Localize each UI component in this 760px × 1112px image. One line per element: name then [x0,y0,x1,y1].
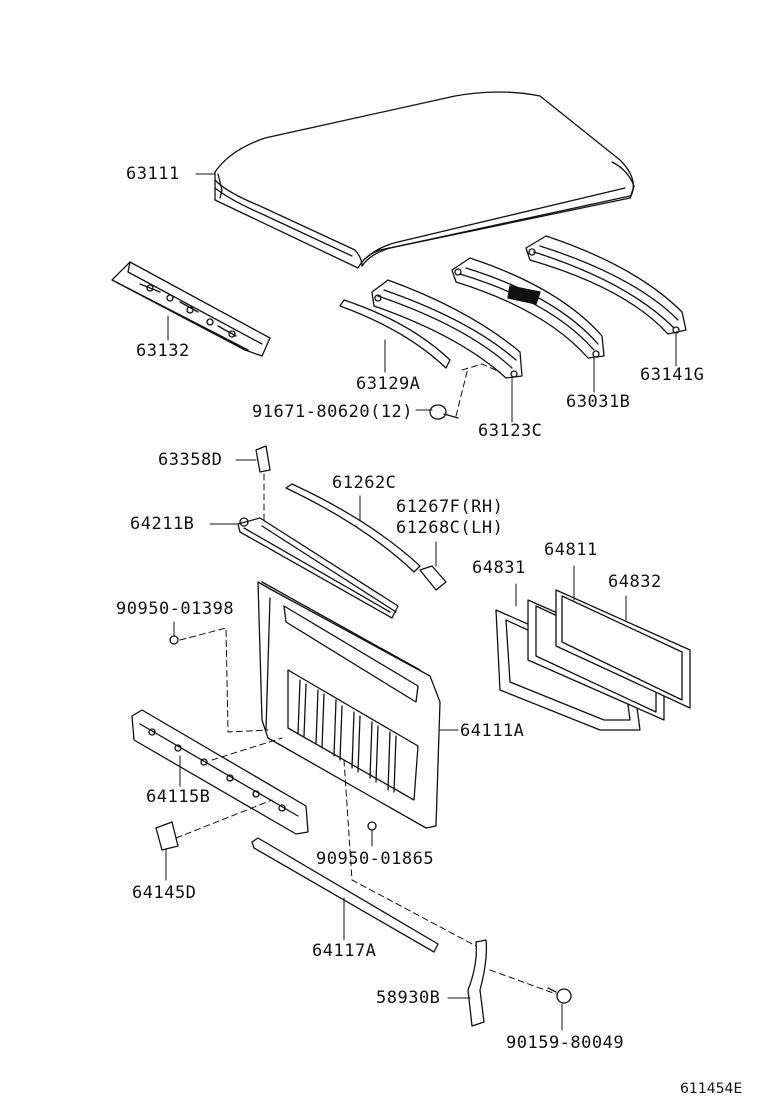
label-63111: 63111 [126,164,180,184]
label-64831: 64831 [472,558,526,578]
label-64117A: 64117A [312,941,377,961]
bracket-63358D [255,445,271,473]
label-63129A: 63129A [356,374,421,394]
clip-90950-01398 [169,635,179,645]
rail-64211B [237,517,399,619]
label-61267F: 61267F(RH) [396,497,504,517]
leader-lines [165,173,677,1031]
rail-61262C [285,483,421,573]
label-64115B: 64115B [146,787,211,807]
label-63123C: 63123C [478,421,543,441]
label-61262C: 61262C [332,473,397,493]
back-panel-64111A [257,581,441,829]
label-64211B: 64211B [130,514,195,534]
label-63132: 63132 [136,341,190,361]
roof-bow-63123C [371,279,523,379]
bolt-90159 [547,987,572,1004]
label-64832: 64832 [608,572,662,592]
label-90159-80049: 90159-80049 [506,1033,625,1053]
roof-bow-63141G [525,235,687,335]
roof-panel-63111 [214,91,635,269]
figure-id: 611454E [680,1081,743,1097]
label-90950-01865: 90950-01865 [316,849,435,869]
window-seal-64832 [555,589,691,709]
bracket-61267F [419,565,447,591]
clip-90950-01865 [367,821,377,831]
label-63358D: 63358D [158,450,223,470]
label-58930B: 58930B [376,988,441,1008]
roof-bow-63031B [451,257,605,359]
label-63141G: 63141G [640,365,705,385]
bracket-58930B [467,939,488,1027]
label-64811: 64811 [544,540,598,560]
label-64145D: 64145D [132,883,197,903]
label-90950-01398: 90950-01398 [116,599,235,619]
label-91671-80620: 91671-80620(12) [252,402,414,422]
dashed-guides [175,363,557,995]
screw-91671 [429,404,459,420]
front-header-63132 [111,261,271,357]
label-64111A: 64111A [460,721,525,741]
label-63031B: 63031B [566,392,631,412]
roof-strip-63129A [339,299,451,369]
label-61268C: 61268C(LH) [396,518,504,538]
strip-64117A [251,837,439,953]
bracket-64145D [155,821,179,851]
